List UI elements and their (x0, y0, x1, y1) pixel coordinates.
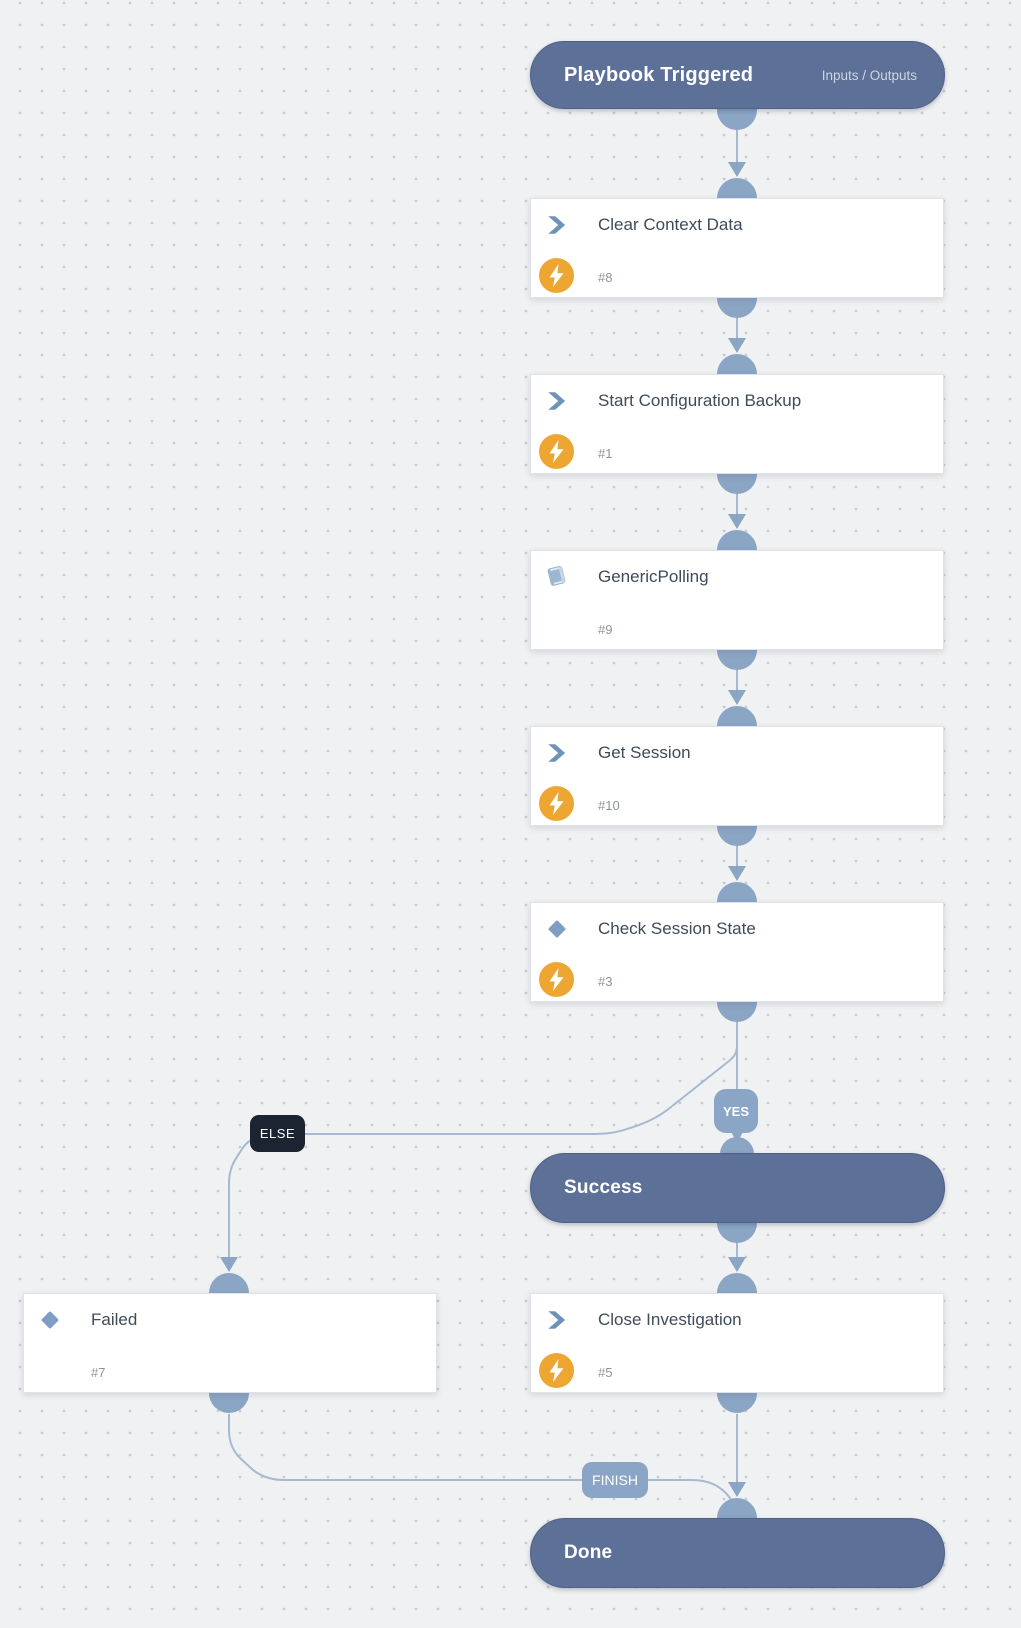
arrowhead (728, 514, 746, 529)
diamond-icon (547, 919, 567, 939)
edge-label-text: YES (722, 1103, 749, 1119)
arrowhead (220, 1257, 238, 1272)
arrowhead (728, 1257, 746, 1272)
task-generic-polling[interactable]: GenericPolling #9 (530, 550, 944, 650)
node-title: Success (564, 1177, 643, 1198)
task-check-session-state[interactable]: Check Session State #3 (530, 902, 944, 1002)
task-number: #5 (598, 1365, 613, 1380)
edge-label-else: ELSE (250, 1115, 305, 1152)
node-title: Done (564, 1542, 613, 1563)
automation-bolt-icon (539, 258, 574, 293)
task-close-investigation[interactable]: Close Investigation #5 (530, 1293, 944, 1393)
inputs-outputs-link[interactable]: Inputs / Outputs (821, 67, 917, 83)
task-title: Get Session (598, 743, 691, 762)
task-title: Clear Context Data (598, 215, 743, 234)
automation-bolt-icon (539, 962, 574, 997)
automation-bolt-icon (539, 1353, 574, 1388)
task-number: #7 (91, 1365, 106, 1380)
diamond-icon (40, 1310, 60, 1330)
task-clear-context-data[interactable]: Clear Context Data #8 (530, 198, 944, 298)
book-icon (544, 564, 569, 588)
node-success[interactable]: Success (530, 1153, 945, 1223)
arrowhead (728, 338, 746, 353)
node-done[interactable]: Done (530, 1518, 945, 1588)
task-number: #1 (598, 446, 613, 461)
task-failed[interactable]: Failed #7 (23, 1293, 437, 1393)
automation-bolt-icon (539, 786, 574, 821)
arrowhead (728, 866, 746, 881)
arrowhead (728, 162, 746, 177)
task-number: #8 (598, 270, 613, 285)
edge-label-text: FINISH (592, 1472, 638, 1488)
edge-check-else-failed (228, 1022, 738, 1257)
task-title: Start Configuration Backup (598, 391, 802, 410)
edge-label-finish: FINISH (582, 1462, 648, 1498)
chevron-right-icon (547, 215, 567, 235)
chevron-right-icon (547, 1310, 567, 1330)
chevron-right-icon (547, 743, 567, 763)
task-number: #10 (598, 798, 620, 813)
arrowhead (728, 690, 746, 705)
automation-bolt-icon (539, 434, 574, 469)
task-number: #9 (598, 622, 613, 637)
task-start-configuration-backup[interactable]: Start Configuration Backup #1 (530, 374, 944, 474)
arrowhead (728, 1482, 746, 1497)
edge-failed-finish-done (228, 1414, 734, 1504)
task-title: Check Session State (598, 919, 756, 938)
chevron-right-icon (547, 391, 567, 411)
task-title: Failed (91, 1310, 138, 1329)
task-number: #3 (598, 974, 613, 989)
node-playbook-triggered[interactable]: Playbook Triggered Inputs / Outputs (530, 41, 945, 109)
task-title: Close Investigation (598, 1310, 742, 1329)
node-title: Playbook Triggered (564, 63, 754, 86)
task-get-session[interactable]: Get Session #10 (530, 726, 944, 826)
task-title: GenericPolling (598, 567, 709, 586)
edge-label-text: ELSE (259, 1126, 296, 1141)
edge-label-yes: YES (714, 1089, 758, 1133)
